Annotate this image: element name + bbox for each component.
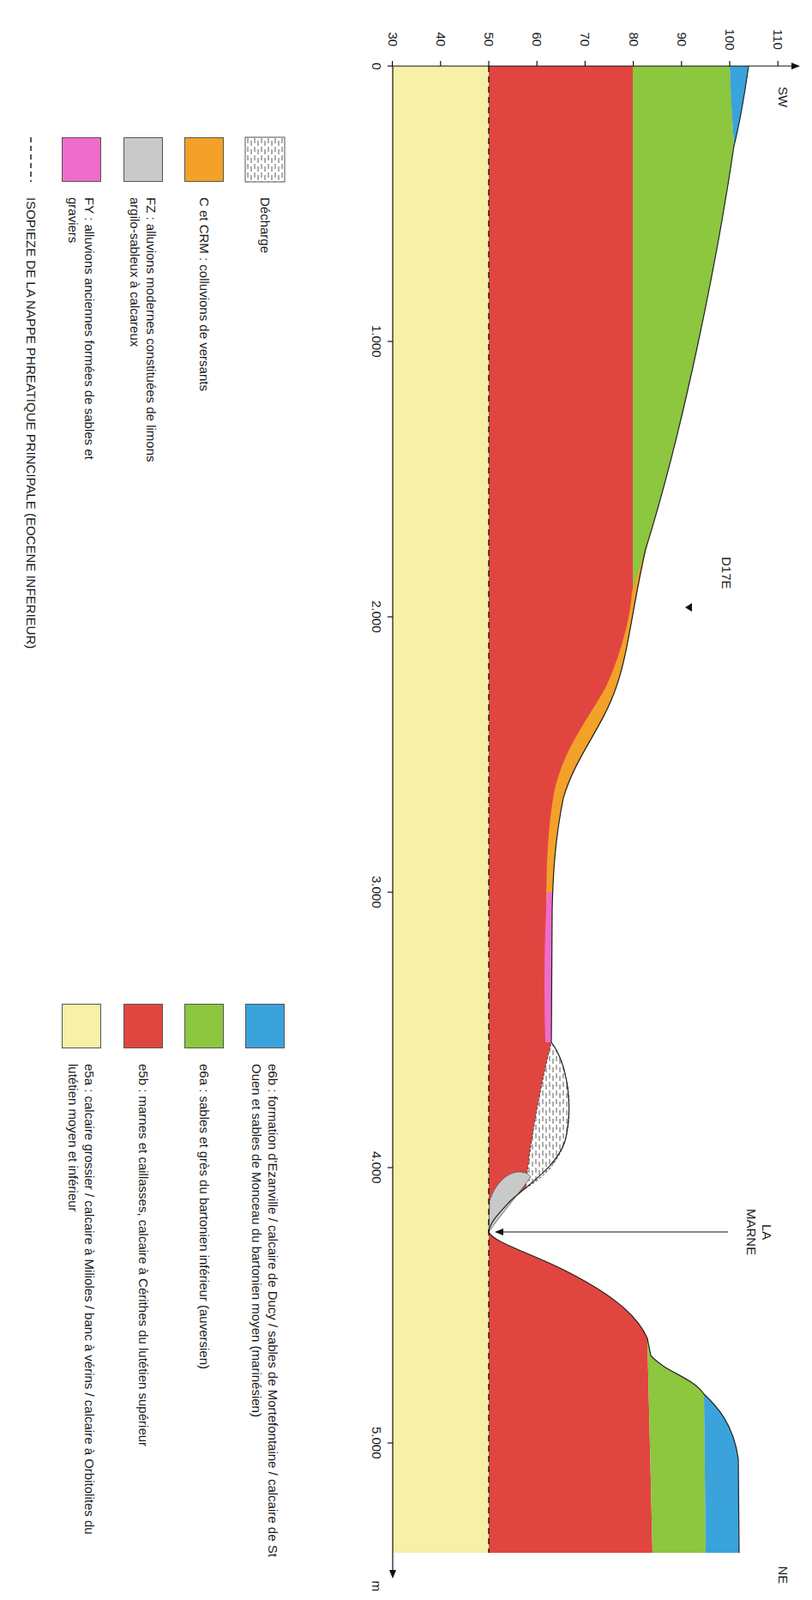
- layer-e5b: [488, 66, 653, 1552]
- layer-e6a: [632, 66, 734, 601]
- legend-text: e5b : marnes et caillasses, calcaire à C…: [135, 1063, 153, 1446]
- axis-tick: [387, 890, 393, 892]
- axis-tick: [777, 60, 779, 67]
- axis-tick: [584, 60, 586, 67]
- legend-swatch: [123, 137, 163, 182]
- unit-label: m: [368, 1580, 385, 1592]
- axis-tick: [536, 60, 538, 67]
- axis-tick: [391, 60, 393, 67]
- river-label: LA MARNE: [743, 1208, 775, 1255]
- legend-swatch: [184, 137, 224, 182]
- distance-label: 0: [368, 62, 385, 70]
- river-arrow: [501, 1230, 728, 1232]
- legend-text: Décharge: [257, 197, 275, 253]
- elevation-label: 80: [625, 32, 642, 48]
- axis-tick: [680, 60, 682, 67]
- legend-text: FY : alluvions anciennes formées de sabl…: [65, 197, 99, 481]
- legend-text: C et CRM : colluvions de versants: [196, 197, 214, 391]
- distance-label: 5.000: [368, 1425, 385, 1459]
- elevation-label: 100: [721, 29, 738, 51]
- isopieze-line: [487, 66, 489, 1552]
- legend-swatch: [184, 1003, 224, 1048]
- elevation-label: 50: [481, 32, 497, 48]
- layer-e5a: [392, 66, 489, 1552]
- legend-text: FZ : alluvions modernes constituées de l…: [126, 197, 161, 481]
- legend-swatch: [245, 1003, 285, 1048]
- distance-axis: [391, 66, 393, 1571]
- legend-text: ISOPIEZE DE LA NAPPE PHREATIQUE PRINCIPA…: [23, 197, 41, 649]
- axis-tick: [487, 60, 489, 67]
- legend-swatch: [61, 137, 102, 182]
- legend-dash-sample: [30, 137, 31, 182]
- legend-text: e5a : calcaire grossier / calcaire à Mil…: [65, 1063, 99, 1578]
- distance-label: 3.000: [368, 875, 385, 909]
- axis-tick: [439, 60, 441, 67]
- axis-tick: [632, 60, 634, 67]
- axis-arrow: [791, 62, 800, 70]
- legend-swatch: [123, 1003, 163, 1048]
- axis-tick: [387, 1441, 393, 1443]
- axis-ticks: [387, 60, 778, 1443]
- ground-surface: [488, 66, 749, 1552]
- legend-swatch: [61, 1003, 102, 1048]
- axis-tick: [387, 615, 393, 617]
- layer-e6b: [729, 66, 749, 146]
- distance-label: 4.000: [368, 1150, 385, 1184]
- elevation-label: 40: [433, 32, 449, 48]
- river-arrow-head: [494, 1227, 504, 1235]
- axis-arrow: [389, 1569, 397, 1578]
- legend-text: e6b : formation d'Ezanville / calcaire d…: [248, 1063, 283, 1578]
- layer-e6a: [647, 1337, 706, 1552]
- road-label: D17E: [718, 556, 734, 590]
- axis-tick: [387, 1166, 393, 1167]
- layer-e6b: [703, 1393, 740, 1552]
- axis-tick: [387, 65, 393, 67]
- road-marker: [685, 602, 692, 612]
- axis-tick: [387, 340, 393, 342]
- elevation-label: 110: [769, 29, 786, 50]
- legend-text: e6a : sables et grès du bartonien inféri…: [196, 1063, 214, 1369]
- axis-tick: [728, 60, 730, 67]
- layer-colluvions: [546, 540, 649, 909]
- elevation-label: 30: [384, 32, 401, 48]
- elevation-axis: [392, 65, 794, 67]
- direction-label: NE: [775, 1565, 791, 1584]
- distance-label: 1.000: [368, 324, 385, 358]
- elevation-label: 60: [529, 32, 545, 48]
- elevation-label: 90: [673, 32, 690, 48]
- legend-hatch-swatch: [245, 137, 285, 182]
- distance-label: 2.000: [368, 600, 385, 633]
- elevation-label: 70: [577, 32, 593, 48]
- direction-label: SW: [775, 86, 791, 108]
